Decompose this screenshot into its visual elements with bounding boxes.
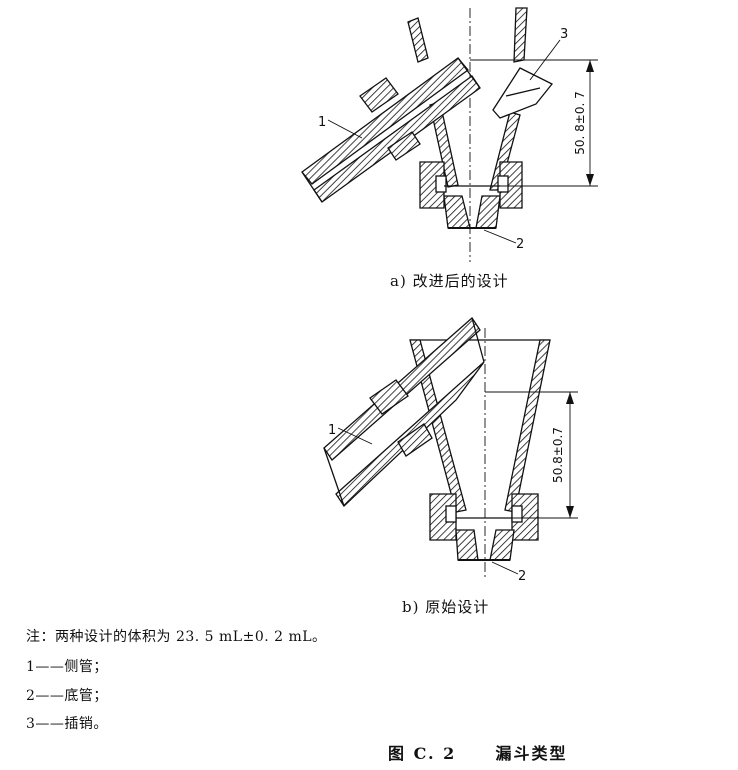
figure-a-caption: a) 改进后的设计: [390, 272, 509, 290]
figure-b-funnel-right-wall: [504, 339, 551, 513]
figure-b-caption: b) 原始设计: [402, 598, 490, 616]
figure-a-side-tube-upper-wall: [301, 57, 469, 185]
legend-item-1: 1——侧管；: [26, 659, 108, 675]
figure-a-dimension: 50. 8±0. 7: [573, 91, 587, 155]
legend-item-3: 3——插销。: [26, 716, 108, 732]
figure-b-bottom-tube-right: [489, 529, 515, 561]
figure-b-fitting-upper: [369, 379, 409, 415]
figure-b-dimension: 50.8±0.7: [551, 427, 565, 483]
figure-b-funnel-left-wall: [409, 339, 467, 513]
figure-a-fitting-lower: [387, 131, 421, 161]
figure-b-label-2: 2: [518, 569, 526, 584]
legend-item-2: 2——底管；: [26, 688, 108, 704]
figure-b-label-1: 1: [328, 423, 336, 438]
figure-b-fitting-lower: [397, 423, 433, 457]
figure-a-label-1: 1: [318, 115, 326, 130]
figure-name: 漏斗类型: [495, 744, 568, 763]
figure-title: 图 C. 2 漏斗类型: [388, 740, 567, 764]
volume-note: 注：两种设计的体积为 23. 5 mL±0. 2 mL。: [26, 629, 327, 645]
figure-a-label-3: 3: [560, 27, 568, 42]
figure-a-label-2: 2: [516, 237, 524, 252]
figure-a-fitting-upper: [359, 77, 399, 113]
figure-a-drawing: [301, 7, 598, 262]
figure-a-bottom-tube-right: [475, 195, 501, 229]
figure-a-nut-left: [419, 161, 445, 209]
figure-number: 图 C. 2: [388, 744, 457, 763]
funnel-diagrams: 50. 8±0. 7 1 2 3 5: [301, 7, 598, 584]
figure-b-bottom-tube-left: [455, 529, 479, 561]
figure-a-nut-right: [499, 161, 523, 209]
figure-b-drawing: [323, 317, 578, 580]
figure-a-bottom-tube-left: [443, 195, 471, 229]
figure-a-pin: [492, 67, 554, 119]
